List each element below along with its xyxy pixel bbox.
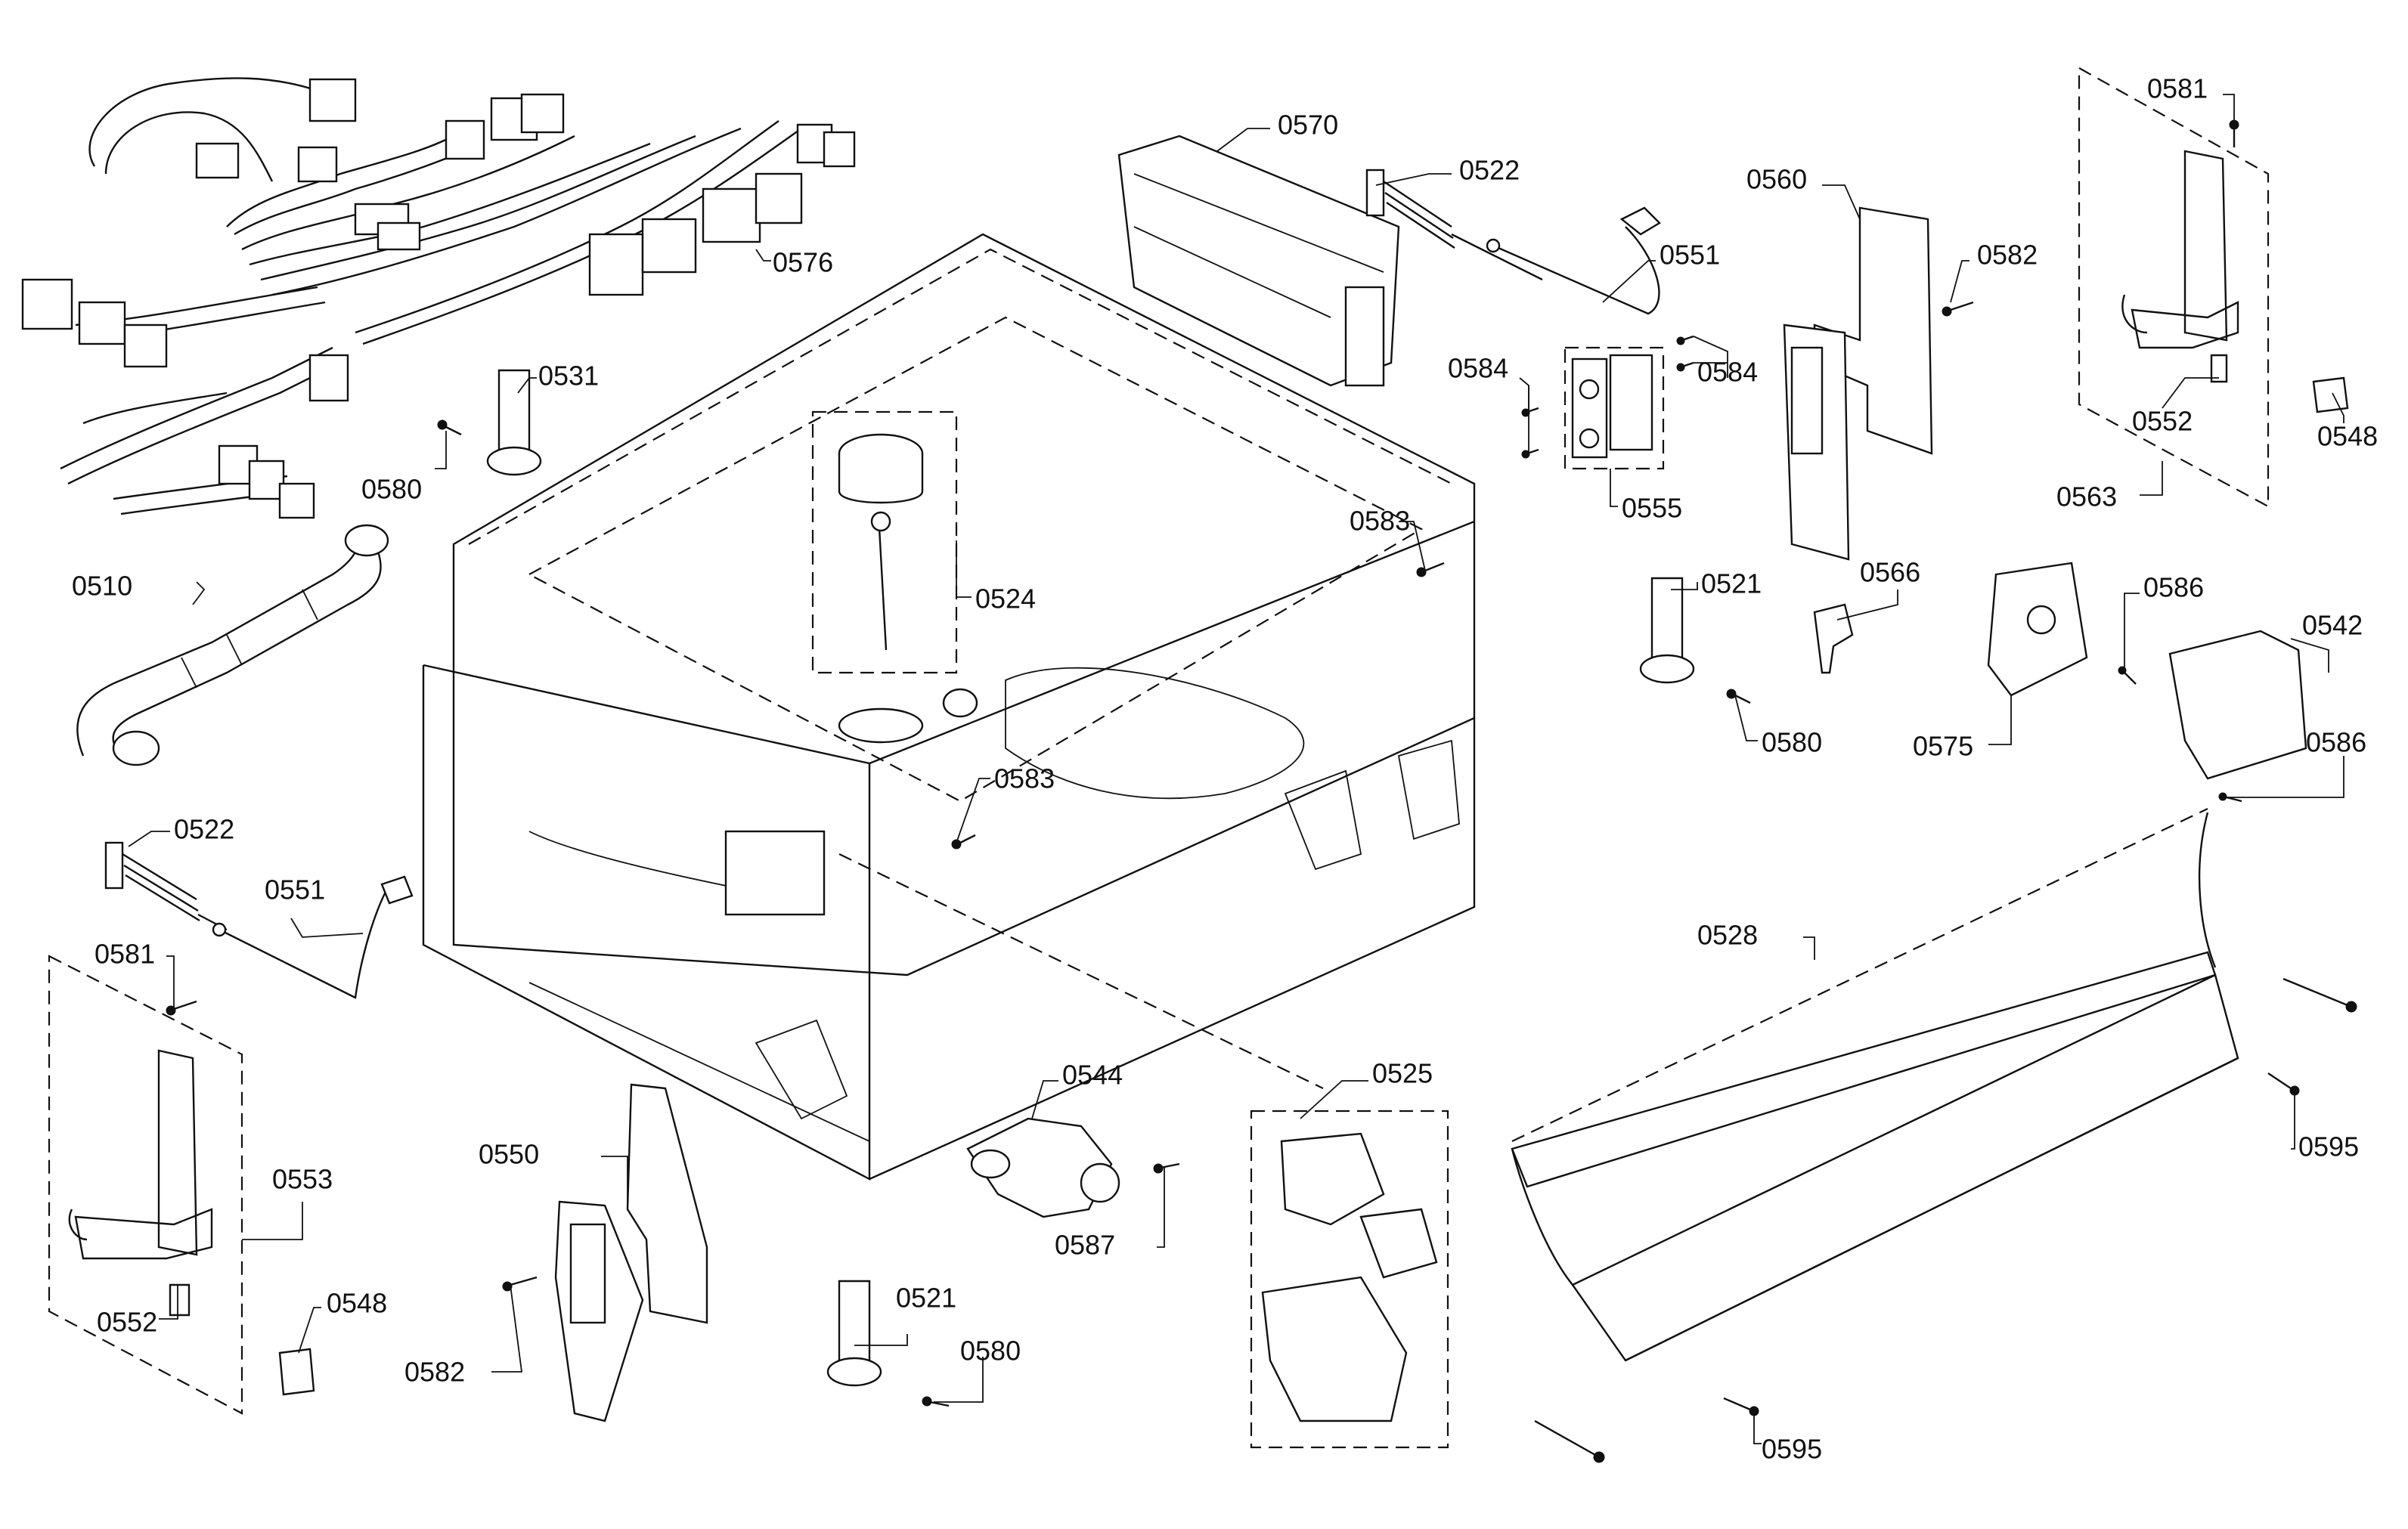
screw-0584-b (1676, 335, 1694, 372)
label-0555: 0555 (1622, 493, 1682, 524)
screw-0587 (1153, 1162, 1180, 1174)
label-0553: 0553 (272, 1164, 333, 1195)
label-0531: 0531 (538, 361, 599, 392)
screw-0595-a (2267, 977, 2357, 1096)
label-0525: 0525 (1372, 1058, 1433, 1089)
label-0570: 0570 (1278, 110, 1338, 141)
drain-hose (76, 524, 389, 766)
label-0551-left: 0551 (265, 874, 325, 905)
control-module (1117, 135, 1400, 387)
label-0522-top: 0522 (1459, 155, 1520, 186)
door-spring-top (1365, 169, 1543, 281)
label-0510: 0510 (72, 571, 132, 602)
screw-0595-b (1534, 1397, 1759, 1463)
label-0586-b: 0586 (2306, 727, 2366, 758)
screw-0581-top (2229, 119, 2239, 147)
hinge-bracket-left (554, 1083, 708, 1422)
label-0581-left: 0581 (95, 939, 155, 970)
label-0552-right: 0552 (2132, 406, 2193, 437)
label-0583-b: 0583 (994, 763, 1055, 794)
label-0587: 0587 (1055, 1230, 1115, 1261)
mounting-bracket (1987, 562, 2088, 697)
label-0580-a: 0580 (361, 474, 422, 505)
screw-0582-top (1942, 301, 1974, 317)
label-0582-top: 0582 (1977, 240, 2038, 271)
toe-kick-panel (1511, 808, 2239, 1362)
screw-0583-b (951, 834, 976, 850)
pump-assembly (811, 410, 978, 744)
label-0583-a: 0583 (1350, 506, 1410, 537)
door-cable-left (212, 875, 414, 999)
hinge-assembly-left (48, 955, 243, 1415)
hinge-assembly-right (2078, 67, 2270, 508)
hinge-plate-assembly (1563, 346, 1665, 470)
label-0595-bottom: 0595 (1762, 1434, 1822, 1465)
label-0550: 0550 (479, 1139, 539, 1170)
label-0563: 0563 (2056, 481, 2117, 512)
dishwasher-base-frame (422, 233, 1476, 1181)
clip-left (278, 1348, 315, 1396)
label-0581-top: 0581 (2147, 73, 2208, 104)
screw-0580-b (1726, 689, 1751, 704)
sensor (1813, 603, 1854, 674)
label-0566: 0566 (1860, 557, 1920, 588)
screw-0580-c (922, 1396, 950, 1407)
part-labels: 0576 0570 0522 0551 0560 0582 0581 0548 … (72, 73, 2378, 1465)
label-0586-a: 0586 (2143, 572, 2204, 603)
door-spring-left (104, 841, 228, 931)
leveling-foot-3 (486, 369, 542, 476)
screws (166, 119, 2357, 1463)
screw-0584-a (1521, 407, 1539, 459)
label-0528: 0528 (1697, 920, 1758, 951)
label-0584-a: 0584 (1448, 353, 1508, 384)
clip-right (2312, 376, 2349, 413)
hinge-bracket-right (1783, 206, 1933, 561)
label-0521-a: 0521 (1701, 568, 1762, 599)
label-0552-left: 0552 (97, 1307, 157, 1338)
screw-0581-left (166, 1000, 197, 1016)
label-0542: 0542 (2302, 610, 2363, 641)
door-latch-assembly (1250, 1110, 1449, 1449)
leveling-foot-1 (1639, 577, 1695, 684)
label-0551-top: 0551 (1660, 240, 1720, 271)
label-0576: 0576 (773, 247, 833, 278)
label-0595-right: 0595 (2298, 1131, 2359, 1162)
label-0522-left: 0522 (174, 814, 234, 845)
label-0524: 0524 (975, 583, 1036, 614)
label-0580-b: 0580 (1762, 727, 1822, 758)
screw-0580-a (437, 419, 462, 436)
screw-0586-a (2118, 666, 2137, 685)
label-0521-b: 0521 (896, 1283, 956, 1314)
inlet-valve (966, 1117, 1120, 1218)
label-0575: 0575 (1913, 731, 1973, 762)
label-0584-b: 0584 (1697, 357, 1758, 388)
cover-cap (2168, 630, 2307, 780)
label-0544: 0544 (1062, 1060, 1123, 1091)
label-0582-left: 0582 (404, 1357, 465, 1388)
screw-0583-a (1416, 562, 1445, 577)
label-0560: 0560 (1746, 164, 1807, 195)
leader-lines (128, 94, 2344, 1444)
door-cable-top (1486, 206, 1661, 315)
wire-harness (21, 77, 856, 519)
label-0548-right: 0548 (2317, 421, 2378, 452)
label-0548-left: 0548 (327, 1288, 387, 1319)
label-0580-c: 0580 (960, 1336, 1021, 1367)
screw-0582-left (502, 1276, 538, 1292)
leveling-foot-2 (826, 1280, 882, 1387)
